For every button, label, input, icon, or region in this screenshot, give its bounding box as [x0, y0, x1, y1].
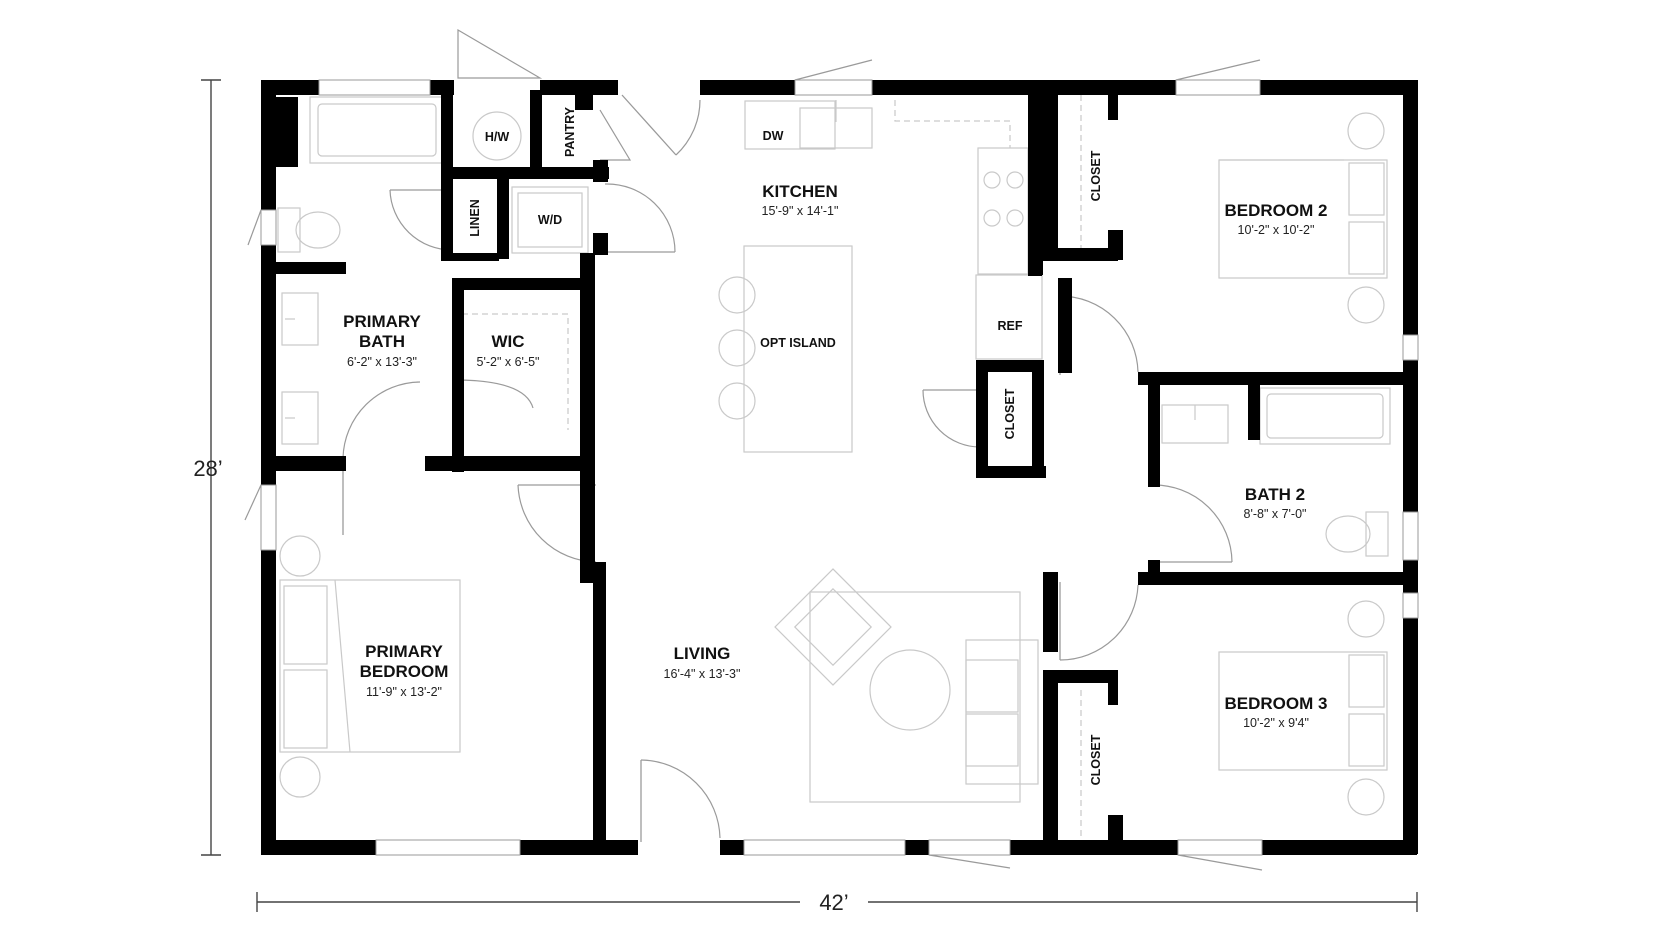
- bedroom-2-closet-label: CLOSET: [1089, 150, 1103, 201]
- window: [1402, 511, 1419, 561]
- stool: [718, 329, 756, 367]
- primary-bath-sink-2: [281, 391, 319, 445]
- window: [794, 79, 873, 96]
- kitchen-size: 15'-9" x 14'-1": [762, 204, 839, 218]
- window: [375, 839, 521, 856]
- height-dimension-label: 28’: [193, 456, 222, 481]
- window: [318, 79, 431, 96]
- bedroom-2-size: 10'-2" x 10'-2": [1238, 223, 1315, 237]
- kitchen-dishwasher-counter: [744, 100, 836, 150]
- bedroom-3-label: BEDROOM 3: [1225, 694, 1328, 713]
- primary-bath-tub: [309, 96, 445, 164]
- fixtures: [277, 95, 1391, 836]
- refrigerator: [975, 274, 1043, 360]
- walls: [261, 80, 1418, 855]
- dishwasher-label: DW: [763, 129, 784, 143]
- primary-bedroom-bed: [279, 579, 461, 753]
- refrigerator-label: REF: [998, 319, 1023, 333]
- primary-bedroom-size: 11'-9" x 13'-2": [366, 685, 442, 699]
- primary-bath-label-line1: PRIMARY: [343, 312, 421, 331]
- linen-label: LINEN: [468, 199, 482, 237]
- living-armchair: [774, 568, 892, 686]
- pantry-label: PANTRY: [563, 106, 577, 157]
- wic-shelves: [452, 313, 569, 430]
- primary-bath-sink-1: [281, 292, 319, 346]
- stool: [718, 382, 756, 420]
- optional-island-label: OPT ISLAND: [760, 336, 836, 350]
- window: [1175, 79, 1261, 96]
- bath-2-tub: [1259, 387, 1391, 445]
- room-labels: KITCHEN 15'-9" x 14'-1" BEDROOM 2 10'-2"…: [343, 182, 1327, 730]
- width-dimension-label: 42’: [819, 890, 848, 915]
- optional-island: [743, 245, 853, 453]
- window: [1177, 839, 1263, 856]
- washer-dryer-label: W/D: [538, 213, 562, 227]
- windows: [244, 59, 1419, 871]
- window: [260, 484, 277, 551]
- stool: [718, 276, 756, 314]
- overall-dimensions: 28’ 42’: [193, 456, 848, 915]
- living-coffee-table: [869, 649, 951, 731]
- window: [928, 839, 1011, 856]
- bath-2-toilet: [1365, 511, 1389, 557]
- bath-2-size: 8'-8" x 7'-0": [1244, 507, 1307, 521]
- kitchen-label: KITCHEN: [762, 182, 838, 201]
- living-rug: [809, 591, 1021, 803]
- living-size: 16'-4" x 13'-3": [664, 667, 741, 681]
- wic-label: WIC: [491, 332, 524, 351]
- water-heater: [472, 111, 522, 161]
- bedroom-2-label: BEDROOM 2: [1225, 201, 1328, 220]
- fixture-labels: H/W PANTRY LINEN W/D DW OPT ISLAND REF C…: [468, 106, 1103, 785]
- kitchen-closet-label: CLOSET: [1003, 388, 1017, 439]
- window: [260, 209, 277, 246]
- window: [743, 839, 906, 856]
- water-heater-label: H/W: [485, 130, 510, 144]
- bedroom-3-closet-label: CLOSET: [1089, 734, 1103, 785]
- primary-bath-size: 6'-2" x 13'-3": [347, 355, 417, 369]
- bedroom-3-bed: [1218, 651, 1388, 771]
- living-label: LIVING: [674, 644, 731, 663]
- primary-bath-label-line2: BATH: [359, 332, 405, 351]
- washer-dryer: [511, 186, 589, 254]
- window: [1402, 334, 1419, 361]
- window: [1402, 592, 1419, 619]
- kitchen-range: [977, 147, 1029, 275]
- wic-size: 5'-2" x 6'-5": [477, 355, 540, 369]
- primary-bedroom-label-line1: PRIMARY: [365, 642, 443, 661]
- dimension-lines: [201, 79, 1418, 912]
- primary-bedroom-label-line2: BEDROOM: [360, 662, 449, 681]
- bath-2-label: BATH 2: [1245, 485, 1305, 504]
- primary-bath-toilet: [277, 207, 301, 253]
- bedroom-3-size: 10'-2" x 9'4": [1243, 716, 1309, 730]
